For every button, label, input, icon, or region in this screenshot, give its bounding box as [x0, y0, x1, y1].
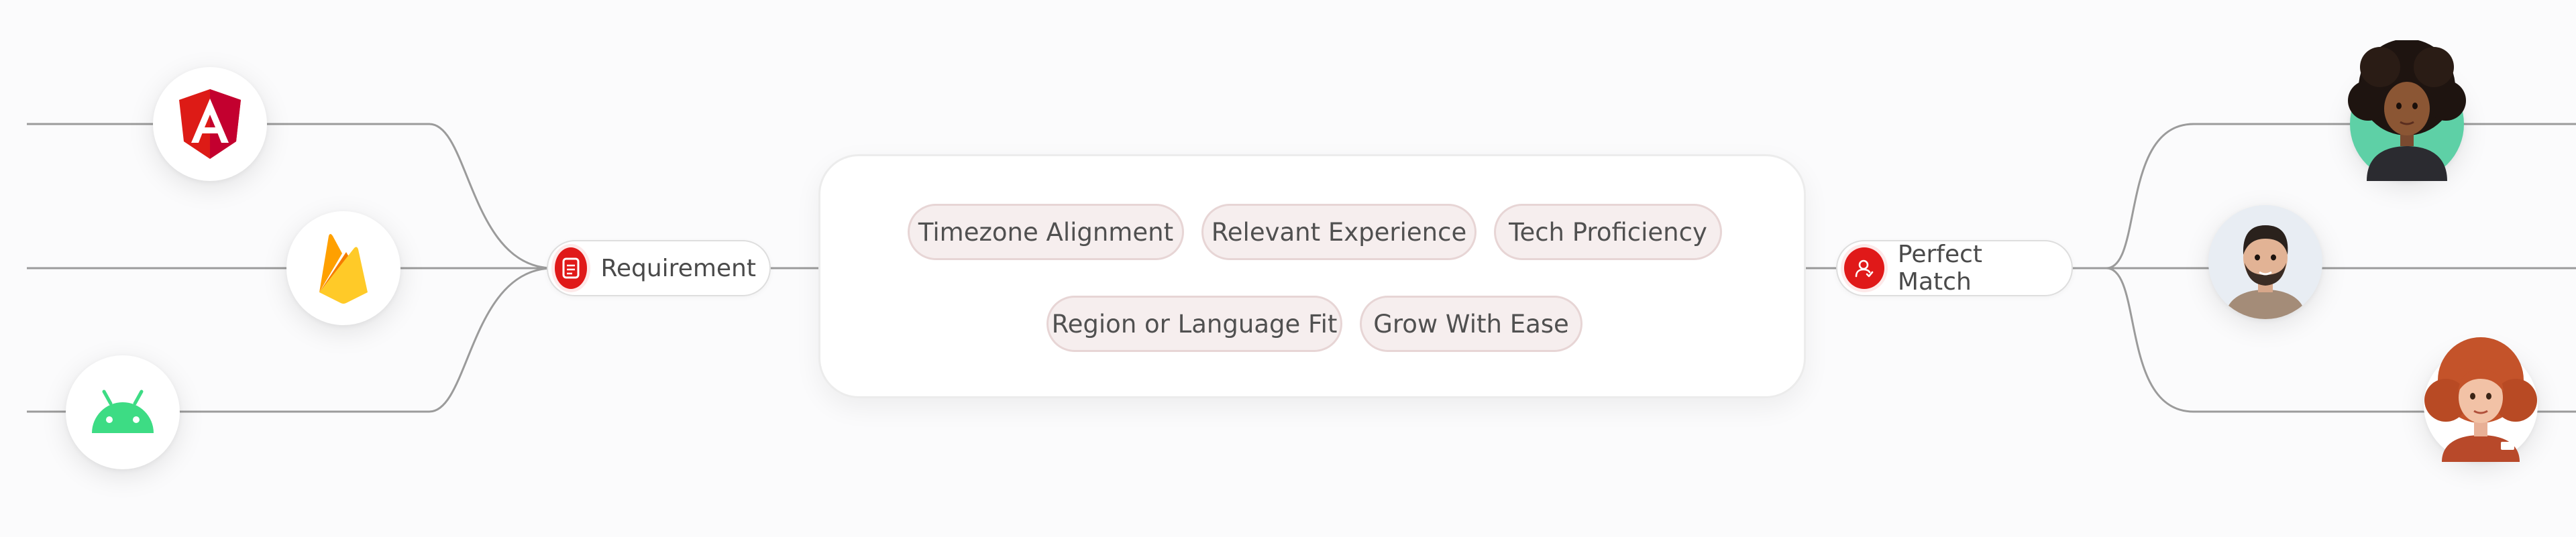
- perfect-match-node[interactable]: Perfect Match: [1836, 240, 2073, 296]
- criteria-chip-region[interactable]: Region or Language Fit: [1046, 296, 1342, 352]
- chip-label: Relevant Experience: [1211, 217, 1467, 247]
- criteria-chip-growth[interactable]: Grow With Ease: [1360, 296, 1582, 352]
- connector-line: [27, 267, 554, 413]
- chip-label: Grow With Ease: [1373, 309, 1569, 339]
- connector-line: [2106, 267, 2576, 413]
- angular-icon: [153, 67, 267, 181]
- user-icon: [1844, 247, 1884, 289]
- avatar-man-beard[interactable]: [2208, 205, 2322, 319]
- chip-label: Timezone Alignment: [918, 217, 1174, 247]
- firebase-icon: [286, 211, 400, 325]
- chip-label: Region or Language Fit: [1051, 309, 1338, 339]
- avatar-woman-red-hair[interactable]: [2424, 337, 2538, 462]
- connector-line: [2106, 123, 2576, 270]
- avatar-woman-curly-hair[interactable]: [2348, 40, 2466, 181]
- connector-line: [27, 123, 554, 270]
- requirement-node[interactable]: Requirement: [547, 240, 771, 296]
- criteria-card: [818, 154, 1806, 398]
- chip-label: Tech Proficiency: [1509, 217, 1707, 247]
- requirement-label: Requirement: [600, 254, 756, 282]
- criteria-chip-experience[interactable]: Relevant Experience: [1201, 204, 1477, 260]
- criteria-chip-timezone[interactable]: Timezone Alignment: [908, 204, 1184, 260]
- document-icon: [555, 247, 588, 289]
- criteria-chip-tech[interactable]: Tech Proficiency: [1494, 204, 1722, 260]
- android-icon: [66, 355, 180, 469]
- perfect-match-label: Perfect Match: [1897, 241, 1983, 296]
